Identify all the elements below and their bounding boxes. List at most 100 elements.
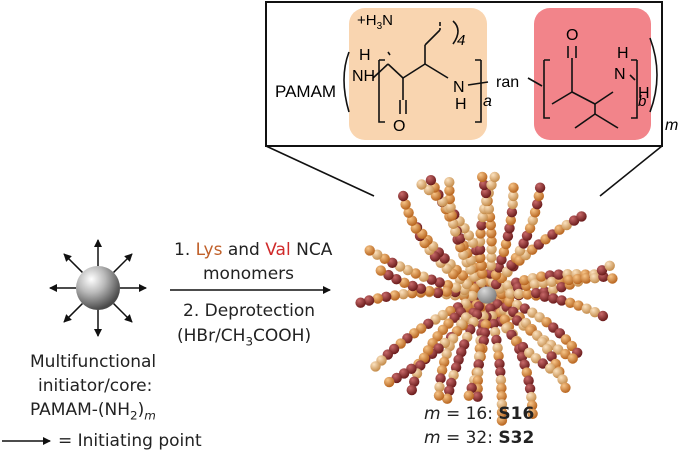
residue-bead [410, 223, 421, 234]
residue-bead [492, 342, 503, 354]
residue-bead [526, 400, 538, 411]
residue-bead [409, 376, 420, 387]
residue-bead [442, 393, 453, 404]
residue-bead [474, 343, 485, 354]
residue-bead [523, 375, 534, 386]
residue-bead [481, 195, 492, 207]
residue-bead [521, 367, 532, 378]
residue-bead [448, 370, 459, 381]
residue-bead [556, 295, 567, 306]
residue-bead [529, 207, 541, 218]
residue-bead [372, 293, 383, 304]
subscript-m: m [665, 117, 678, 134]
residue-bead [496, 399, 508, 410]
lys-sidechain-amine: +H3N [357, 12, 393, 32]
residue-bead [432, 287, 444, 299]
residue-bead [581, 272, 592, 284]
residue-bead [375, 265, 386, 276]
residue-bead [493, 350, 504, 362]
initiator-line1: Multifunctional [30, 352, 157, 372]
residue-bead [560, 382, 571, 393]
residue-bead [444, 385, 455, 396]
nh-h: H [359, 47, 371, 64]
repeat-4: 4 [457, 32, 465, 49]
residue-bead [435, 373, 446, 384]
residue-bead [489, 171, 500, 183]
residue-bead [398, 289, 409, 300]
lys-monomer-label: Lys [195, 240, 223, 260]
residue-bead [524, 383, 536, 394]
residue-bead [418, 271, 429, 282]
residue-bead [527, 408, 538, 419]
residue-bead [476, 220, 487, 231]
residue-bead [547, 284, 559, 295]
residue-bead [450, 282, 462, 293]
residue-bead [589, 307, 601, 318]
residue-bead [436, 365, 448, 376]
residue-bead [486, 252, 497, 263]
residue-bead [363, 295, 375, 306]
residue-bead [553, 269, 564, 280]
residue-bead [439, 356, 450, 368]
val-amide-h-top: H [617, 45, 629, 62]
residue-bead [426, 274, 437, 285]
residue-bead [557, 374, 568, 385]
lys-carbonyl-o: O [393, 118, 405, 135]
residue-bead [544, 363, 556, 374]
residue-bead [383, 269, 394, 281]
residue-bead [519, 359, 530, 370]
residue-bead [522, 289, 533, 300]
val-monomer-label: Val [265, 240, 291, 260]
residue-bead [496, 382, 507, 394]
residue-bead [496, 415, 508, 426]
residue-bead [400, 199, 411, 210]
residue-bead [475, 260, 487, 271]
initiator-line2: initiator/core: [38, 376, 153, 396]
residue-bead [463, 390, 474, 401]
residue-bead [529, 279, 540, 290]
residue-bead [539, 291, 550, 302]
residue-bead [496, 391, 507, 402]
residue-bead [391, 274, 402, 285]
residue-bead [425, 175, 437, 186]
residue-bead [546, 276, 557, 287]
initiating-point-arrow [113, 303, 133, 323]
residue-bead [477, 211, 488, 223]
residue-bead [444, 185, 455, 196]
residue-bead [537, 358, 548, 369]
residue-bead [581, 303, 592, 314]
residue-bead [498, 246, 510, 258]
residue-bead [423, 184, 435, 196]
residue-bead [475, 228, 486, 239]
residue-bead [527, 215, 538, 226]
val-terminal-h: H [638, 85, 650, 102]
residue-bead [486, 236, 497, 247]
residue-bead [533, 190, 544, 202]
residue-bead [485, 219, 496, 231]
residue-bead [495, 366, 506, 378]
residue-bead [597, 310, 609, 322]
residue-bead [486, 179, 497, 191]
residue-bead [576, 211, 587, 222]
residue-bead [479, 327, 491, 338]
reaction-acid: (HBr/CH3COOH) [177, 326, 312, 349]
residue-bead [398, 190, 409, 202]
residue-bead [573, 300, 584, 311]
residue-bead [355, 297, 366, 308]
product-s16: m = 16: S16 [424, 404, 535, 424]
residue-bead [563, 274, 575, 286]
residue-bead [607, 273, 618, 284]
residue-bead [505, 288, 516, 299]
initiating-point-arrow [113, 253, 133, 273]
residue-bead [473, 351, 485, 362]
residue-bead [472, 391, 483, 402]
residue-bead [508, 182, 519, 193]
residue-bead [480, 187, 492, 199]
residue-bead [532, 199, 543, 210]
subscript-a: a [483, 93, 492, 110]
residue-bead [513, 288, 525, 300]
residue-bead [384, 376, 395, 388]
initiating-point-arrow [63, 303, 83, 323]
residue-bead [402, 264, 413, 276]
residue-bead [433, 390, 445, 401]
